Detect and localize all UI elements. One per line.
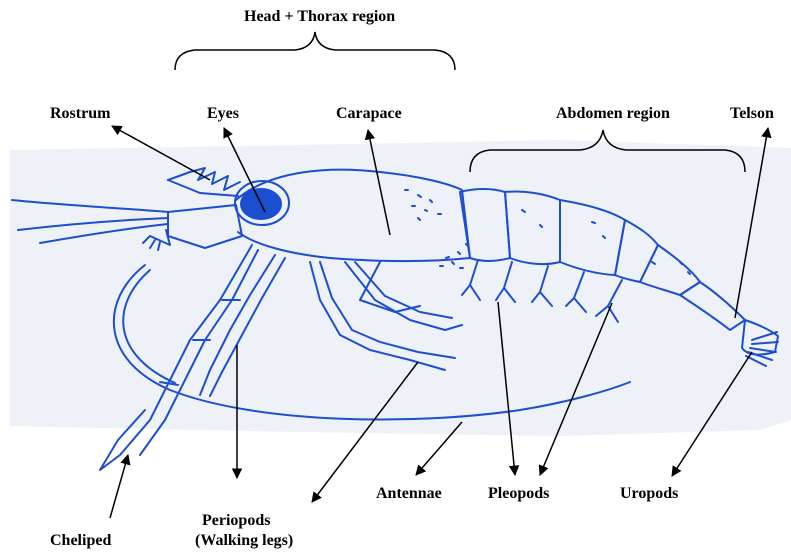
rostrum-label: Rostrum: [50, 105, 110, 123]
paper-sheet: [10, 140, 791, 436]
pleopods-label: Pleopods: [488, 485, 549, 503]
cheliped-label: Cheliped: [50, 532, 111, 550]
uropods-label: Uropods: [620, 485, 678, 503]
periopods-label: Periopods: [202, 512, 270, 530]
abdomen-label: Abdomen region: [556, 105, 670, 123]
eyes-label: Eyes: [207, 105, 239, 123]
telson-label: Telson: [730, 105, 774, 123]
carapace-label: Carapace: [336, 105, 402, 123]
head-thorax-brace: [175, 32, 455, 70]
walking-legs-label: (Walking legs): [195, 532, 293, 550]
antennae-label: Antennae: [376, 485, 442, 503]
cheliped-pointer: [110, 455, 128, 518]
head-thorax-label: Head + Thorax region: [244, 8, 395, 26]
